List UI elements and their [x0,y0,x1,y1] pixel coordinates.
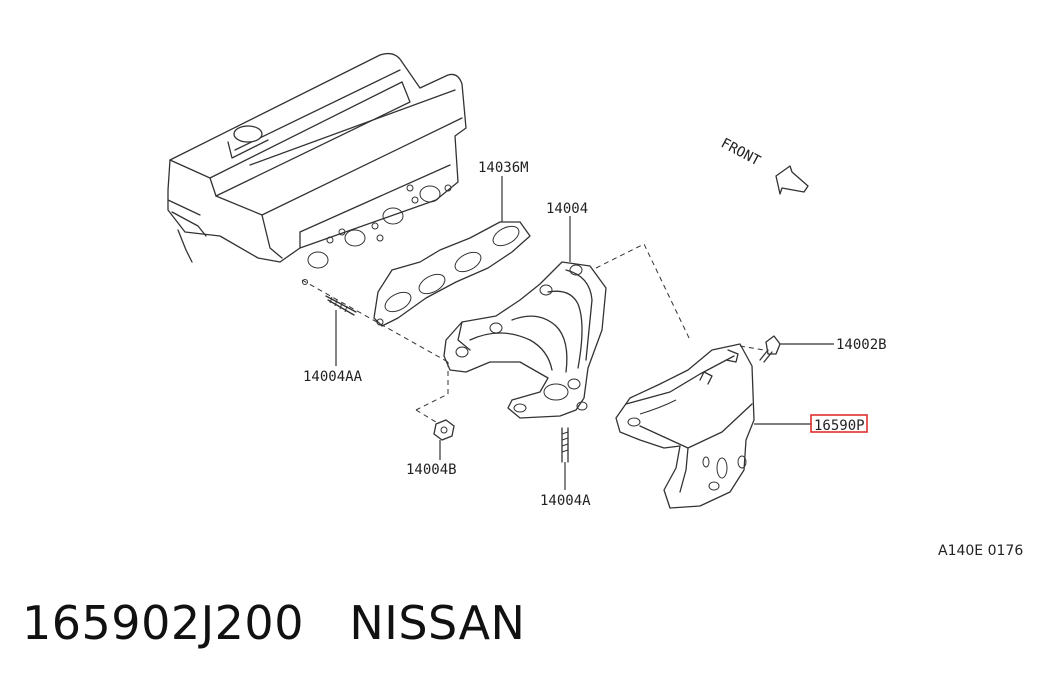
label-stud-left[interactable]: 14004AA [303,369,363,385]
label-bolt[interactable]: 14002B [836,337,887,353]
manifold-gasket [373,221,531,327]
stud-lower [561,427,569,463]
cylinder-head-cover [167,52,467,285]
label-nut[interactable]: 14004B [406,462,457,478]
front-arrow-icon [775,165,809,195]
leader-lines [335,176,834,490]
front-label: FRONT [718,135,763,169]
heat-shield [615,343,755,509]
front-direction-indicator: FRONT [718,135,809,195]
exhaust-manifold [443,261,607,419]
part-caption: 165902J200 NISSAN [22,596,525,650]
nut [433,419,455,441]
brand-name: NISSAN [349,596,526,650]
label-gasket[interactable]: 14036M [478,160,529,176]
label-heat-shield[interactable]: 16590P [814,418,865,434]
drawing-code: A140E 0176 [938,543,1024,559]
highlight-box [810,414,868,433]
assembly-guide-lines [301,243,765,423]
bolt [759,335,781,363]
label-stud-lower[interactable]: 14004A [540,493,591,509]
part-number: 165902J200 [22,596,304,650]
label-manifold[interactable]: 14004 [546,201,588,217]
stud-left [325,295,357,316]
